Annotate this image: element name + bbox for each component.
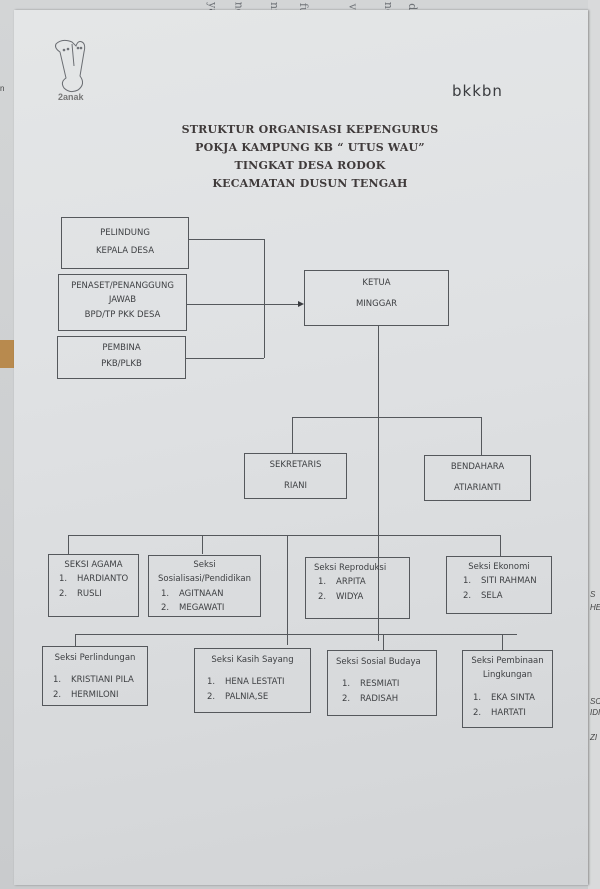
member-item: 2.HARTATI bbox=[473, 708, 526, 718]
right-edge-fragment: ZI bbox=[590, 733, 598, 742]
section-title: Seksi Kasih Sayang bbox=[211, 655, 294, 665]
section-title: SEKSI AGAMA bbox=[64, 560, 123, 570]
section-box: Seksi Sosialisasi/Pendidikan 1.AGITNAAN … bbox=[148, 555, 261, 617]
connector-line bbox=[68, 535, 500, 536]
connector-line bbox=[186, 358, 264, 359]
member-name: ATIARIANTI bbox=[454, 483, 501, 493]
right-background-sheet bbox=[588, 0, 600, 889]
logo-caption: 2anak bbox=[58, 92, 84, 102]
member-item: 2.RADISAH bbox=[342, 694, 399, 704]
member-item: 2.SELA bbox=[463, 591, 503, 601]
member-item: 2.PALNIA,SE bbox=[207, 692, 269, 702]
connector-line bbox=[75, 634, 76, 647]
sekretaris-box: SEKRETARIS RIANI bbox=[244, 453, 347, 499]
right-edge-fragment: IDI bbox=[590, 708, 600, 717]
section-box: Seksi Sosial Budaya 1.RESMIATI 2.RADISAH bbox=[327, 650, 437, 716]
section-title: Seksi Reproduksi bbox=[314, 563, 387, 573]
member-item: 1.HARDIANTO bbox=[59, 574, 129, 584]
member-item: 2.WIDYA bbox=[318, 592, 364, 602]
document-title-line: POKJA KAMPUNG KB “ UTUS WAU” bbox=[195, 141, 425, 154]
member-name: RIANI bbox=[283, 481, 308, 491]
section-title: Seksi Pembinaan bbox=[471, 656, 544, 666]
connector-line bbox=[481, 417, 482, 455]
section-title: Lingkungan bbox=[482, 670, 533, 680]
member-item: 1.KRISTIANI PILA bbox=[53, 675, 134, 685]
connector-line bbox=[202, 535, 203, 554]
document-title-line: STRUKTUR ORGANISASI KEPENGURUS bbox=[181, 123, 439, 136]
section-title: Seksi bbox=[193, 560, 216, 570]
section-box: Seksi Perlindungan 1.KRISTIANI PILA 2.HE… bbox=[42, 646, 148, 706]
member-name: BPD/TP PKK DESA bbox=[84, 310, 161, 320]
arrow-right-icon bbox=[298, 301, 304, 307]
member-name: MINGGAR bbox=[355, 299, 398, 309]
bendahara-box: BENDAHARA ATIARIANTI bbox=[424, 455, 531, 501]
section-title: Seksi Sosial Budaya bbox=[336, 657, 421, 667]
bkkbn-brand-logo: bkkbn bbox=[452, 82, 503, 100]
penasehat-box: PENASET/PENANGGUNG JAWAB BPD/TP PKK DESA bbox=[58, 274, 187, 331]
connector-line bbox=[502, 634, 503, 651]
section-title: Sosialisasi/Pendidikan bbox=[158, 574, 251, 584]
section-box: Seksi Pembinaan Lingkungan 1.EKA SINTA 2… bbox=[462, 650, 553, 728]
member-item: 1.ARPITA bbox=[318, 577, 366, 587]
role-label: BENDAHARA bbox=[450, 462, 505, 472]
connector-line bbox=[378, 326, 379, 641]
connector-line bbox=[500, 535, 501, 556]
left-edge-fragment: n bbox=[0, 84, 5, 93]
member-item: 1.SITI RAHMAN bbox=[463, 576, 537, 586]
connector-line bbox=[68, 535, 69, 554]
member-item: 2.RUSLI bbox=[59, 589, 102, 599]
role-label: PENASET/PENANGGUNG bbox=[71, 281, 174, 291]
document-page bbox=[14, 10, 588, 885]
section-title: Seksi Perlindungan bbox=[54, 653, 136, 663]
document-title-line: KECAMATAN DUSUN TENGAH bbox=[212, 177, 408, 190]
ketua-box: KETUA MINGGAR bbox=[304, 270, 449, 326]
role-label: KETUA bbox=[362, 278, 391, 288]
connector-line bbox=[287, 535, 288, 645]
role-label: JAWAB bbox=[108, 295, 137, 305]
member-item: 2.HERMILONI bbox=[53, 690, 119, 700]
role-label: SEKRETARIS bbox=[269, 460, 322, 470]
section-title: Seksi Ekonomi bbox=[468, 562, 530, 572]
right-edge-fragment: SO bbox=[590, 697, 600, 706]
connector-line bbox=[75, 634, 517, 635]
member-name: KEPALA DESA bbox=[95, 246, 155, 256]
connector-line bbox=[189, 239, 264, 240]
member-name: PKB/PLKB bbox=[101, 359, 142, 369]
section-box: Seksi Reproduksi 1.ARPITA 2.WIDYA bbox=[305, 557, 410, 619]
member-item: 1.EKA SINTA bbox=[473, 693, 535, 703]
connector-line bbox=[292, 417, 293, 453]
tan-surface-strip bbox=[0, 340, 14, 368]
role-label: PEMBINA bbox=[102, 343, 141, 353]
right-edge-fragment: S bbox=[590, 590, 596, 599]
document-title-line: TINGKAT DESA RODOK bbox=[234, 159, 386, 172]
section-box: Seksi Kasih Sayang 1.HENA LESTATI 2.PALN… bbox=[194, 648, 311, 713]
member-item: 2.MEGAWATI bbox=[161, 603, 225, 613]
section-box: Seksi Ekonomi 1.SITI RAHMAN 2.SELA bbox=[446, 556, 552, 614]
pembina-box: PEMBINA PKB/PLKB bbox=[57, 336, 186, 379]
two-children-logo-icon bbox=[55, 39, 86, 93]
section-box: SEKSI AGAMA 1.HARDIANTO 2.RUSLI bbox=[48, 554, 139, 617]
member-item: 1.AGITNAAN bbox=[161, 589, 224, 599]
member-item: 1.HENA LESTATI bbox=[207, 677, 285, 687]
connector-line bbox=[292, 417, 482, 418]
pelindung-box: PELINDUNG KEPALA DESA bbox=[61, 217, 189, 269]
role-label: PELINDUNG bbox=[100, 228, 150, 238]
right-edge-fragment: HE bbox=[590, 603, 600, 612]
connector-line bbox=[264, 239, 265, 358]
connector-line bbox=[383, 634, 384, 650]
connector-line bbox=[187, 304, 298, 305]
member-item: 1.RESMIATI bbox=[342, 679, 400, 689]
